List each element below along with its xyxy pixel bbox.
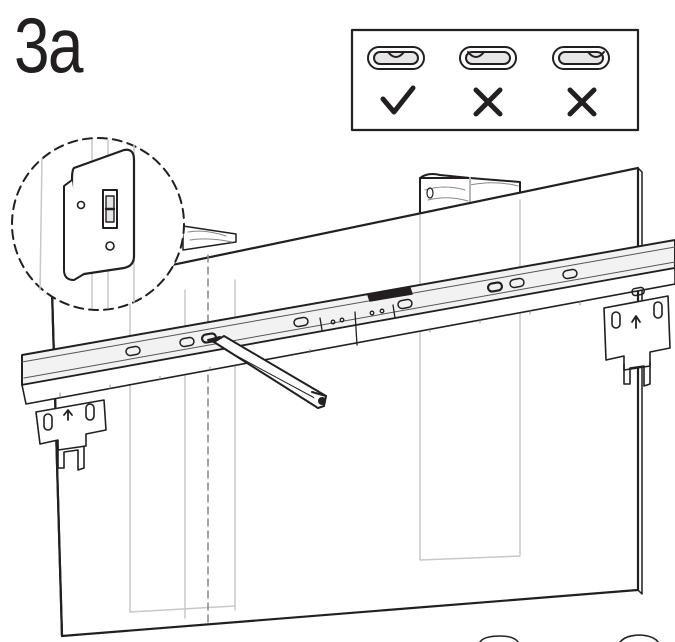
level-bubble-icon	[367, 46, 425, 70]
mounting-rail	[21, 239, 675, 405]
level-bubble-icon	[459, 46, 517, 70]
pencil-icon	[207, 335, 327, 409]
cross-icon	[473, 87, 503, 117]
level-guide-panel	[350, 28, 640, 132]
magnifier-callout	[11, 137, 185, 311]
bracket-right	[603, 295, 671, 387]
level-bubble-icon	[552, 46, 610, 70]
check-icon	[380, 85, 416, 115]
bracket-left	[35, 399, 107, 471]
step-number: 3a	[14, 1, 84, 89]
cross-icon	[567, 87, 597, 117]
